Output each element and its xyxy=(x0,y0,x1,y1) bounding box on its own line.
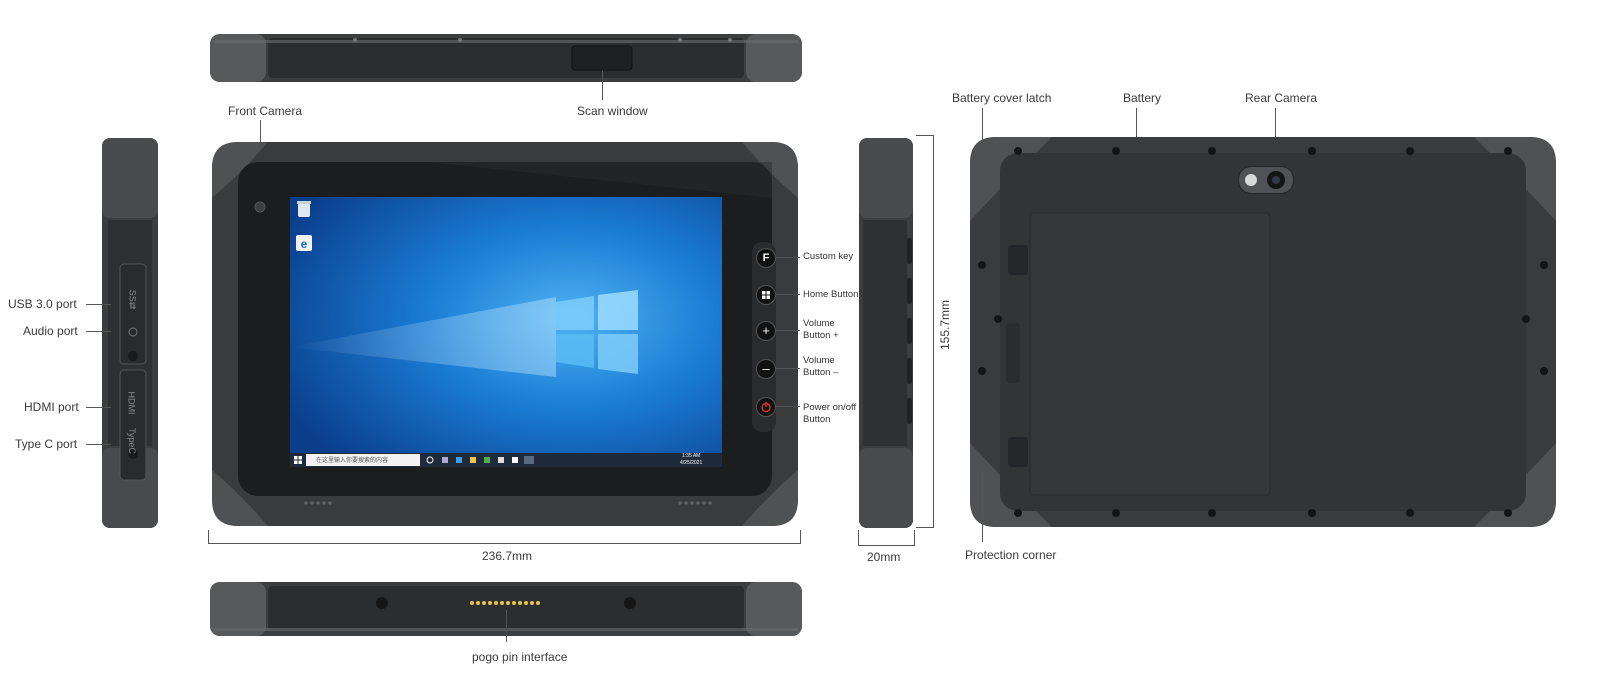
protection-corner-leader xyxy=(982,470,983,542)
right-side-view xyxy=(857,138,915,528)
windows-logo-icon xyxy=(556,290,638,374)
battery-label: Battery xyxy=(1123,91,1162,105)
battery-latch-label: Battery cover latch xyxy=(952,91,1052,105)
power-button-leader xyxy=(776,406,800,407)
pogo-label: pogo pin interface xyxy=(472,650,568,664)
volume-up-button[interactable]: + xyxy=(756,321,776,341)
recycle-bin-icon[interactable] xyxy=(296,200,312,218)
edge-icon[interactable]: e xyxy=(296,235,312,253)
height-dimension: 155.7mm xyxy=(938,299,953,351)
usb-leader xyxy=(86,304,111,305)
hdmi-port-label: HDMI port xyxy=(24,400,79,414)
taskbar-apps xyxy=(426,456,536,464)
depth-dim-tick-right xyxy=(914,530,915,546)
rear-camera-label: Rear Camera xyxy=(1245,91,1318,105)
front-camera-label: Front Camera xyxy=(228,104,303,118)
usb-port-label: USB 3.0 port xyxy=(8,297,77,311)
taskbar-search[interactable]: 在这里输入你要搜索的内容 xyxy=(306,454,420,466)
start-button[interactable] xyxy=(294,456,302,464)
depth-dimension: 20mm xyxy=(867,550,901,564)
depth-dim-tick-left xyxy=(858,530,859,546)
hdmi-leader xyxy=(86,407,111,408)
typec-leader xyxy=(86,444,111,445)
depth-dim-line xyxy=(858,545,915,546)
back-view xyxy=(966,133,1560,531)
audio-leader xyxy=(86,331,111,332)
protection-corner-label: Protection corner xyxy=(965,548,1057,562)
scan-window-leader xyxy=(602,70,603,100)
width-dimension: 236.7mm xyxy=(482,549,533,563)
volume-up-leader xyxy=(776,330,800,331)
taskbar: 在这里输入你要搜索的内容 1:35 AM 4/25/2021 xyxy=(290,453,722,467)
usb-mark: SS⇄ xyxy=(127,289,138,310)
width-dim-tick-right xyxy=(800,530,801,544)
left-side-view xyxy=(100,138,160,528)
audio-port-label: Audio port xyxy=(23,324,78,338)
height-dim-line xyxy=(933,135,934,527)
height-dim-tick-bottom xyxy=(916,527,934,528)
pogo-leader xyxy=(506,610,507,642)
volume-down-button[interactable]: – xyxy=(756,359,776,379)
home-button[interactable] xyxy=(756,285,776,305)
pogo-pins-icon xyxy=(468,599,548,607)
battery-leader xyxy=(1136,108,1137,144)
custom-key-leader xyxy=(776,257,800,258)
camera-icon xyxy=(1238,166,1294,194)
home-button-leader xyxy=(776,294,800,295)
top-side-view xyxy=(210,32,802,84)
typec-mark: TypeC xyxy=(127,427,138,455)
width-dim-line xyxy=(208,543,801,544)
search-placeholder: 在这里输入你要搜索的内容 xyxy=(316,458,389,464)
scan-window-label: Scan window xyxy=(577,104,648,118)
typec-port-label: Type C port xyxy=(15,437,78,451)
height-dim-tick-top xyxy=(916,135,934,136)
width-dim-tick-left xyxy=(208,530,209,544)
home-button-label: Home Button xyxy=(803,289,859,300)
bottom-side-view xyxy=(210,580,802,638)
custom-key-label: Custom key xyxy=(803,251,854,262)
custom-key-button[interactable]: F xyxy=(756,248,776,268)
clock-date: 4/25/2021 xyxy=(680,460,703,466)
volume-down-leader xyxy=(776,368,800,369)
clock-time: 1:35 AM xyxy=(682,453,701,459)
svg-text:e: e xyxy=(301,237,308,251)
power-button[interactable] xyxy=(756,397,776,417)
screen xyxy=(290,197,722,467)
hdmi-mark: HDMI xyxy=(126,391,137,415)
